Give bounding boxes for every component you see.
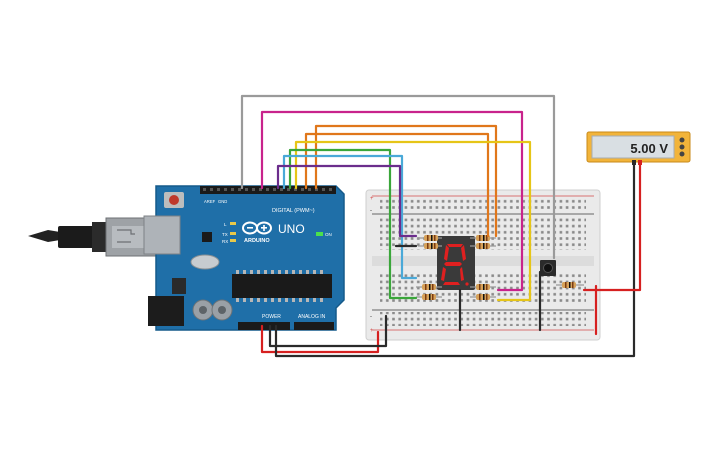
- resistor-5[interactable]: [416, 284, 442, 290]
- resistor-2[interactable]: [470, 235, 496, 241]
- reset-button-cap-icon: [169, 195, 179, 205]
- push-button[interactable]: [540, 260, 556, 276]
- multimeter-reading: 5.00 V: [630, 141, 668, 156]
- wire-red-5v[interactable]: [260, 324, 380, 354]
- usb-jack: [143, 215, 181, 255]
- digital-header-label: DIGITAL (PWM~): [272, 208, 315, 214]
- resistor-8[interactable]: [470, 294, 496, 300]
- aref-label: AREF: [204, 199, 216, 204]
- resistor-3[interactable]: [418, 243, 442, 249]
- rx-led-label: RX: [222, 239, 228, 244]
- wire-magenta[interactable]: [260, 110, 524, 292]
- wire-purple[interactable]: [276, 164, 418, 238]
- display-digit-8-icon: [441, 244, 469, 286]
- multimeter-knob-1-icon: [679, 137, 685, 143]
- l-led: [230, 222, 236, 225]
- resistor-7[interactable]: [416, 294, 442, 300]
- tx-led-label: TX: [222, 232, 228, 237]
- wire-red-meter[interactable]: [582, 160, 642, 292]
- multimeter-com-terminal[interactable]: [632, 160, 636, 165]
- wires: [240, 94, 642, 358]
- crystal: [190, 254, 220, 270]
- arduino-logo-icon: [242, 221, 272, 235]
- center-channel: [372, 256, 594, 266]
- usb-cable-end-icon: [28, 230, 60, 242]
- breadboard[interactable]: + - - +: [365, 189, 601, 341]
- seven-segment-display[interactable]: [437, 236, 475, 290]
- wire-gray[interactable]: [240, 94, 556, 260]
- wire-black-gnd[interactable]: [268, 314, 388, 348]
- multimeter-v-terminal[interactable]: [638, 160, 642, 165]
- gnd-label: GND: [218, 199, 227, 204]
- multimeter-screen: [591, 135, 675, 159]
- top-rail-minus-label: -: [370, 208, 372, 214]
- top-power-rail[interactable]: [380, 198, 586, 212]
- push-button-cap-icon: [543, 263, 553, 273]
- multimeter-knob-3-icon: [679, 151, 685, 157]
- resistor-1[interactable]: [418, 235, 442, 241]
- top-rail-plus-label: +: [370, 196, 374, 202]
- resistor-4[interactable]: [470, 243, 496, 249]
- bottom-power-rail[interactable]: [380, 312, 586, 326]
- on-label: ON: [325, 232, 332, 237]
- arduino-board[interactable]: DIGITAL (PWM~) AREF GND ARDUINO UNO L TX…: [143, 185, 345, 331]
- voltage-regulator: [172, 278, 186, 294]
- rx-led: [230, 239, 236, 242]
- wire-green[interactable]: [288, 148, 418, 300]
- usb-cable[interactable]: [28, 217, 159, 257]
- brand-label: ARDUINO: [244, 238, 270, 244]
- analog-header[interactable]: [294, 322, 334, 330]
- wire-yellow[interactable]: [294, 140, 532, 302]
- power-jack: [148, 296, 184, 326]
- usb-symbol-icon: [117, 229, 135, 243]
- resistors[interactable]: [416, 235, 584, 300]
- l-led-label: L: [224, 222, 227, 227]
- power-header[interactable]: [238, 322, 290, 330]
- resistor-6[interactable]: [470, 284, 496, 290]
- atmega-chip: [232, 274, 332, 298]
- resistor-button-pulldown[interactable]: [556, 282, 584, 288]
- power-label: POWER: [262, 314, 281, 320]
- multimeter-knob-2-icon: [679, 144, 685, 150]
- model-label: UNO: [278, 222, 305, 236]
- analog-label: ANALOG IN: [298, 314, 326, 320]
- bottom-rail-plus-label: +: [370, 328, 374, 334]
- tx-led: [230, 232, 236, 235]
- wire-orange-b[interactable]: [304, 132, 490, 238]
- on-led: [316, 232, 323, 236]
- multimeter[interactable]: 5.00 V: [586, 131, 691, 165]
- usb-chip: [202, 232, 212, 242]
- bottom-rail-minus-label: -: [370, 314, 372, 320]
- wire-black-meter[interactable]: [274, 160, 636, 358]
